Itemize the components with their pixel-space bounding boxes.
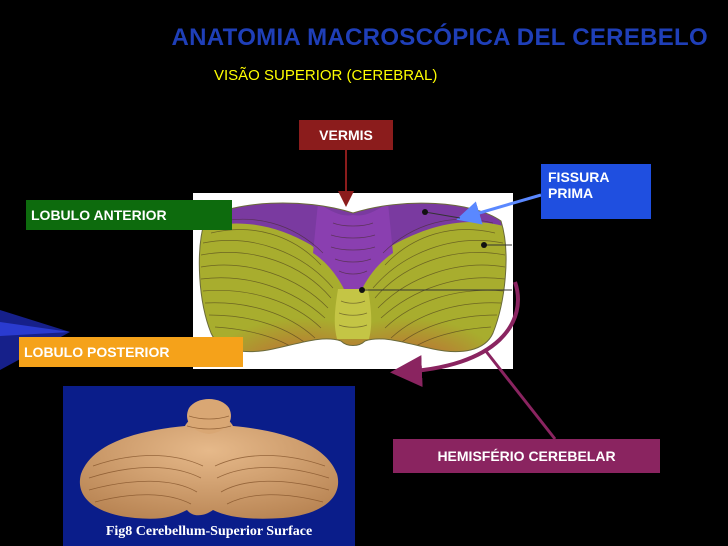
- photo-vermis: [187, 399, 231, 434]
- label-lobulo-posterior: LOBULO POSTERIOR: [19, 337, 243, 367]
- label-fissura-prima: FISSURA PRIMA: [541, 164, 651, 219]
- photo-caption: Fig8 Cerebellum-Superior Surface: [105, 524, 313, 539]
- hemisferio-curve-arrow: [390, 281, 520, 388]
- folia-lines: [200, 218, 506, 352]
- photo-folia: [88, 415, 330, 505]
- label-vermis: VERMIS: [299, 120, 393, 150]
- label-fissura-line2: PRIMA: [548, 185, 594, 202]
- page-title: ANATOMIA MACROSCÓPICA DEL CEREBELO: [171, 24, 708, 51]
- photo-hemispheres: [79, 414, 339, 519]
- photo-panel: Fig8 Cerebellum-Superior Surface: [63, 386, 355, 546]
- leader-dot-hemisphere: [481, 242, 487, 248]
- vermis-purple: [313, 203, 393, 291]
- hemisferio-pointer-line: [483, 349, 557, 440]
- label-fissura-line1: FISSURA: [548, 169, 610, 185]
- cerebellum-photo: [79, 399, 339, 519]
- label-hemisferio-cerebelar: HEMISFÉRIO CEREBELAR: [393, 439, 660, 473]
- fissura-arrow: [456, 193, 542, 225]
- page-subtitle: VISÃO SUPERIOR (CEREBRAL): [214, 67, 438, 84]
- cerebellum-illustration: [193, 193, 513, 369]
- leader-dot-fissura: [422, 209, 428, 215]
- leader-lines: [362, 211, 512, 291]
- leader-dot-vermis: [359, 287, 365, 293]
- label-lobulo-anterior: LOBULO ANTERIOR: [26, 200, 232, 230]
